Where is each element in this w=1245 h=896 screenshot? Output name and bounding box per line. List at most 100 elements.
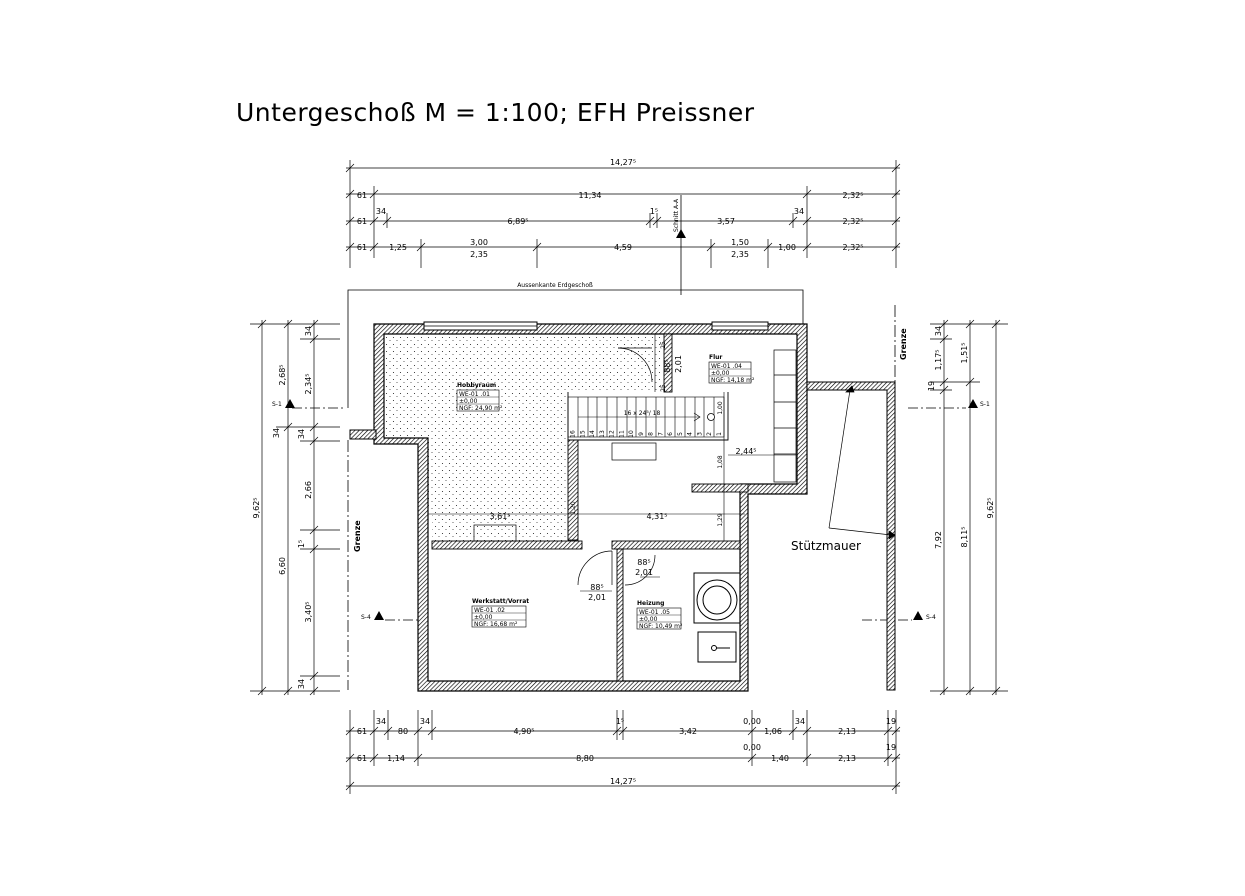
dim-top-r2-1: 34 [376,207,386,216]
dim-left-2: 6,60 [278,557,287,575]
section-marker-a: Schnitt A-A [673,195,686,295]
dim-right-3: 19 [927,381,936,391]
svg-text:±0,00: ±0,00 [459,398,478,405]
stuetzmauer-leader [828,385,896,540]
top-dimension-chains [345,160,901,268]
dim-top-r2-6: 2,32⁵ [842,217,863,226]
dim-small-25b: 25 [660,384,667,392]
dim-bot-r2-6: 19 [886,743,896,752]
svg-text:Heizung: Heizung [637,600,664,607]
stair-step-number: 16 [570,430,577,438]
dim-flur-width: 4,31⁵ [646,512,667,521]
interior-dimension-texts: 3,61⁵ 4,31⁵ 2,44⁵ 88⁵ 2,01 88⁵ 2,01 88⁵ … [489,341,756,602]
left-dimension-texts: 9,62⁵ 2,68⁵ 6,60 34 2,34⁵ 34 2,66 1⁵ 3,4… [252,326,313,689]
aussenkante-label: Aussenkante Erdgeschoß [517,282,593,289]
heating-equipment [693,572,741,663]
interior-dimension-lines [428,334,797,592]
dim-bot-r2-1: 1,14 [387,754,405,763]
dim-bot-r1-6: 3,42 [679,727,697,736]
room-stamp-hobbyraum: Hobbyraum WE-01 .01 ±0,00 NGF: 24,90 m² [456,382,503,412]
svg-text:WE-01 .04: WE-01 .04 [711,363,742,370]
svg-text:WE-01 .01: WE-01 .01 [459,391,490,398]
dim-door-top-201: 2,01 [674,355,683,373]
s4-right: S-4 [926,614,936,621]
s4-left: S-4 [361,614,371,621]
dim-flur-v3: 1,29 [717,513,724,527]
dim-hobby-v: 1,20 [570,501,577,515]
dim-bot-r1-11: 19 [886,717,896,726]
dim-door-left-88: 88⁵ [590,583,603,592]
dim-bot-r1-3: 34 [420,717,430,726]
stair-step-number: 1 [716,432,723,436]
dim-top-r1-1: 11,34 [579,191,602,200]
dim-right-2: 1,51⁵ [960,342,969,363]
stair-label: 16 x 24⁵/ 18 [624,410,661,417]
stair-step-number: 11 [618,430,625,438]
dim-hobby-width: 3,61⁵ [489,512,510,521]
stair-step-number: 2 [706,432,713,436]
dim-bot-r1-8: 1,06 [764,727,782,736]
dim-top-r2-5: 34 [794,207,804,216]
dim-bot-r1-1: 34 [376,717,386,726]
dim-bot-r1-4: 4,90⁵ [513,727,534,736]
dim-top-r2-4: 3,57 [717,217,735,226]
dim-right-1: 1,17⁵ [934,349,943,370]
dim-right-0: 34 [934,326,943,336]
dim-bot-r1-7: 0,00 [743,717,761,726]
svg-text:Werkstatt/Vorrat: Werkstatt/Vorrat [472,598,529,605]
dim-bot-r1-2: 80 [398,727,408,736]
exterior-walls [373,323,808,692]
dim-flur-mid: 2,44⁵ [735,447,756,456]
dim-top-r1-2: 2,32⁵ [842,191,863,200]
dim-top-r3-0: 61 [357,243,367,252]
dim-bot-r2-0: 61 [357,754,367,763]
staircase [567,396,725,438]
right-dimension-texts: 34 1,17⁵ 1,51⁵ 19 7,92 8,11⁵ 9,62⁵ [927,326,995,549]
stair-step-number: 12 [609,430,616,438]
stair-step-number: 6 [667,432,674,436]
aussenkante-outline: Aussenkante Erdgeschoß [347,282,804,408]
stair-step-number: 15 [579,430,586,438]
stair-step-number: 5 [677,432,684,436]
dim-top-r3-5: 1,00 [778,243,796,252]
dim-door-mid-88: 88⁵ [637,558,650,567]
boundary-lines: Grenze Grenze [347,305,908,690]
stair-step-number: 9 [638,432,645,436]
dim-top-r1-0: 61 [357,191,367,200]
dim-left-6: 2,66 [304,481,313,499]
grenze-left: Grenze [353,520,362,552]
dim-bot-r1-5: 1⁵ [616,717,624,726]
top-dimension-texts: 14,27⁵ 61 11,34 2,32⁵ 61 34 6,89⁵ 1⁵ 3,5… [357,158,864,259]
stuetzmauer-label: Stützmauer [791,539,861,553]
dim-bot-overall: 14,27⁵ [610,777,636,786]
flur-wardrobe [773,349,797,483]
dim-bot-r1-0: 61 [357,727,367,736]
dim-left-9: 34 [297,429,306,439]
dim-top-r2-0: 61 [357,217,367,226]
svg-text:NGF: 16,68 m²: NGF: 16,68 m² [474,621,518,628]
room-stamp-flur: Flur WE-01 .04 ±0,00 NGF: 14,18 m² [708,354,755,384]
svg-text:NGF: 10,49 m²: NGF: 10,49 m² [639,623,683,630]
dim-left-5: 34 [272,428,281,438]
stair-post [707,413,715,421]
s1-left: S-1 [272,401,282,408]
room-stamp-werkstatt: Werkstatt/Vorrat WE-01 .02 ±0,00 NGF: 16… [471,598,529,628]
svg-text:WE-01 .05: WE-01 .05 [639,609,670,616]
bottom-dimension-texts: 61 34 80 34 4,90⁵ 1⁵ 3,42 0,00 1,06 34 2… [357,717,896,786]
dim-door-top-88: 88⁵ [663,359,672,372]
bottom-dimension-chains [345,710,901,794]
svg-text:NGF: 24,90 m²: NGF: 24,90 m² [459,405,503,412]
s1-right: S-1 [980,401,990,408]
schnitt-label: Schnitt A-A [673,198,680,232]
dim-top-r3-3: 4,59 [614,243,632,252]
dim-bot-r1-9: 34 [795,717,805,726]
stair-step-number: 13 [599,430,606,438]
dim-left-10: 34 [297,679,306,689]
dim-left-1: 2,68⁵ [278,364,287,385]
svg-text:±0,00: ±0,00 [474,614,493,621]
dim-top-overall: 14,27⁵ [610,158,636,167]
svg-text:NGF: 14,18 m²: NGF: 14,18 m² [711,377,755,384]
dim-door-left-201: 2,01 [588,593,606,602]
